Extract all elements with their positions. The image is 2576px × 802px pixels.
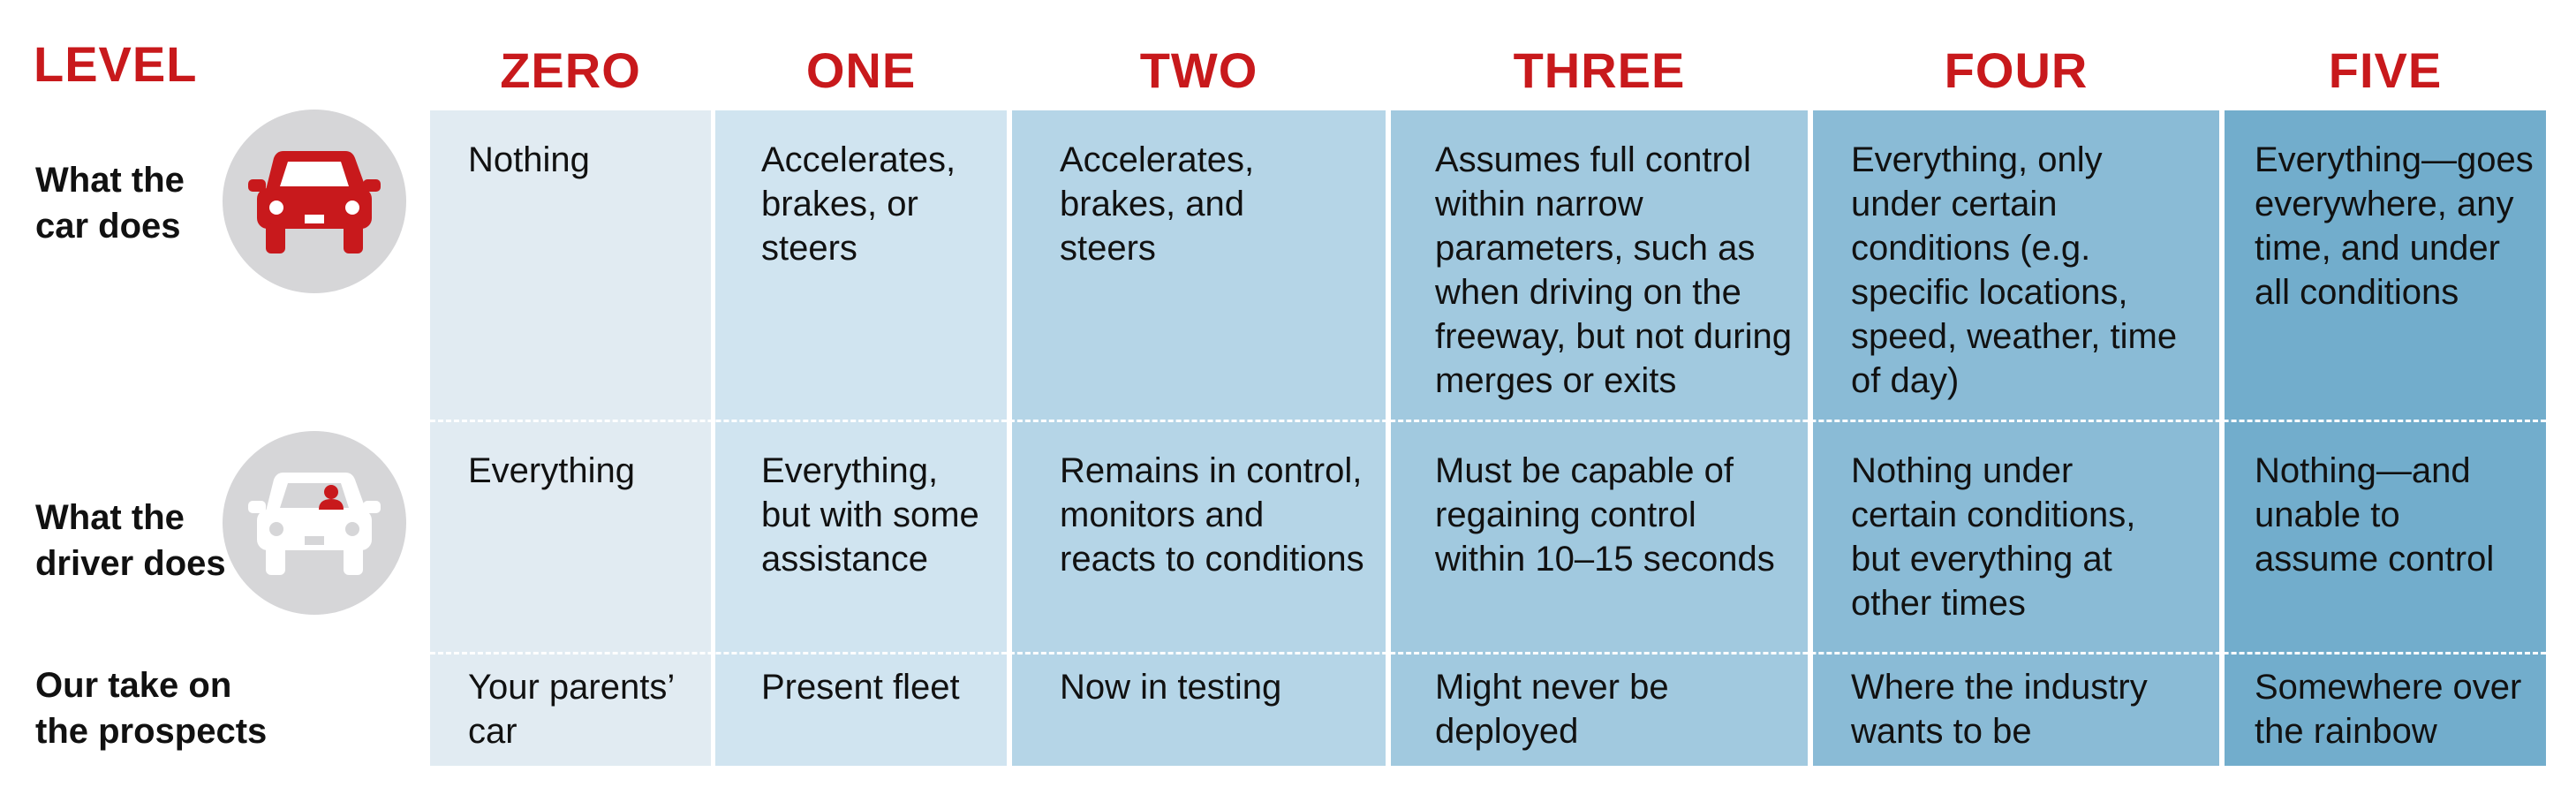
level-three-column xyxy=(1391,110,1808,766)
level-zero-header: ZERO xyxy=(500,42,641,98)
cell-prospects-level-two: Now in testing xyxy=(1060,668,1282,707)
level-two-column xyxy=(1012,110,1386,766)
cell-driver-level-five: Nothing—and unable to assume control xyxy=(2255,451,2495,579)
cell-prospects-level-one: Present fleet xyxy=(761,668,960,707)
level-four-column xyxy=(1813,110,2219,766)
cell-prospects-level-three: Might never be deployed xyxy=(1435,668,1669,751)
cell-car-level-zero: Nothing xyxy=(468,140,590,179)
car-icon xyxy=(223,110,406,293)
row-label-car: What the car does xyxy=(35,161,185,246)
row-divider xyxy=(430,652,2546,654)
cell-car-level-three: Assumes full control within narrow param… xyxy=(1435,140,1792,400)
cell-driver-level-one: Everything, but with some assistance xyxy=(761,451,979,579)
level-two-header: TWO xyxy=(1139,42,1258,98)
level-three-header: THREE xyxy=(1513,42,1686,98)
cell-driver-level-three: Must be capable of regaining control wit… xyxy=(1435,451,1775,579)
car-with-driver-icon xyxy=(223,431,406,615)
cell-driver-level-four: Nothing under certain conditions, but ev… xyxy=(1851,451,2136,623)
row-divider xyxy=(430,420,2546,422)
row-label-driver: What the driver does xyxy=(35,498,226,583)
row-label-prospects: Our take on the prospects xyxy=(35,666,268,751)
level-five-column xyxy=(2225,110,2546,766)
cell-car-level-four: Everything, only under certain condition… xyxy=(1851,140,2178,400)
cell-car-level-one: Accelerates, brakes, or steers xyxy=(761,140,956,268)
cell-driver-level-two: Remains in control, monitors and reacts … xyxy=(1060,451,1364,579)
level-one-column xyxy=(715,110,1007,766)
cell-driver-level-zero: Everything xyxy=(468,451,635,490)
cell-prospects-level-zero: Your parents’ car xyxy=(468,668,676,751)
level-one-header: ONE xyxy=(805,42,917,98)
level-five-header: FIVE xyxy=(2328,42,2443,98)
level-four-header: FOUR xyxy=(1944,42,2089,98)
level-zero-column xyxy=(430,110,711,766)
cell-car-level-five: Everything—goes everywhere, any time, an… xyxy=(2255,140,2534,312)
cell-prospects-level-four: Where the industry wants to be xyxy=(1851,668,2148,751)
cell-car-level-two: Accelerates, brakes, and steers xyxy=(1060,140,1255,268)
level-title: LEVEL xyxy=(34,36,198,92)
cell-prospects-level-five: Somewhere over the rainbow xyxy=(2255,668,2522,751)
